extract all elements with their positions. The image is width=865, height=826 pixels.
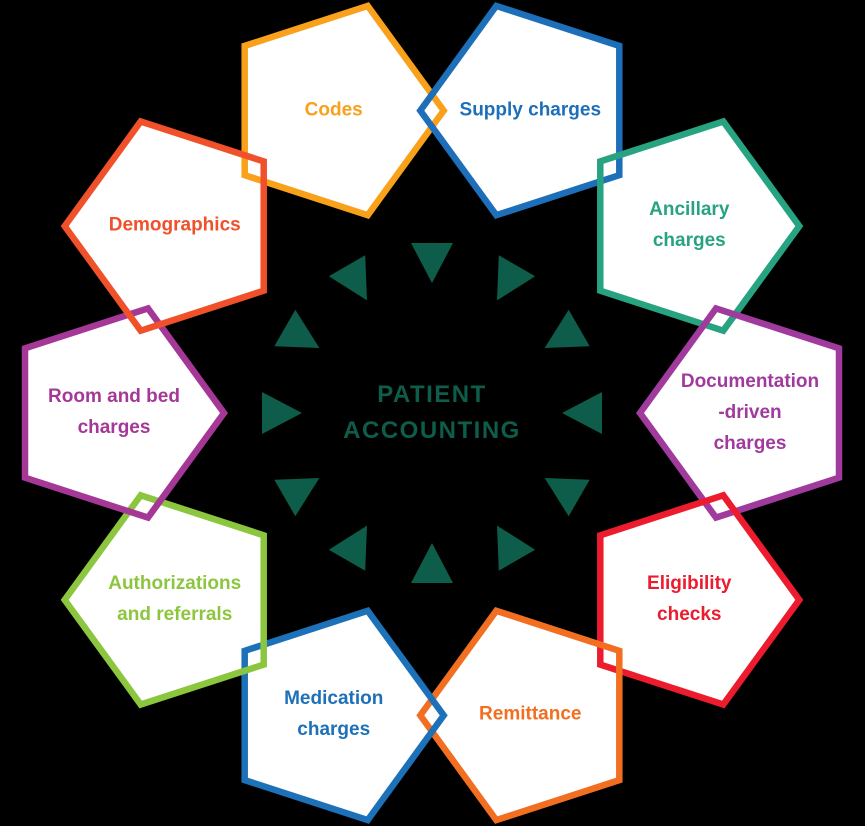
center-title: PATIENT ACCOUNTING [343,377,521,449]
ring-triangle-icon [328,525,367,571]
pentagon-outline-demographics [60,117,267,335]
pentagon-fill-room-and-bed-charges [25,308,224,518]
ring-triangle-icon [544,309,590,348]
ring-triangle-icon [411,543,453,583]
pentagon-fill-supply-charges [420,5,620,216]
center-title-line-2: ACCOUNTING [343,417,521,444]
ring-triangle-icon [411,243,453,283]
pentagon-fill-ancillary-charges [600,121,800,331]
pentagon-fill-medication-charges [244,610,444,821]
pentagon-fill-eligibility-checks [600,495,800,705]
pentagon-fill-documentation-driven-charges [640,308,839,518]
ring-triangle-icon [328,255,367,301]
ring-triangle-icon [497,525,536,571]
ring-triangle-icon [497,255,536,301]
pentagon-fill-remittance [420,610,620,821]
ring-triangle-icon [562,392,602,434]
pentagon-fill-demographics [64,121,264,331]
ring-triangle-icon [274,309,320,348]
ring-triangle-icon [544,478,590,517]
pentagon-fill-codes [244,5,444,216]
center-title-line-1: PATIENT [377,381,487,408]
ring-triangle-icon [274,478,320,517]
ring-triangle-icon [262,392,302,434]
pentagon-fill-authorizations-and-referrals [64,495,264,705]
